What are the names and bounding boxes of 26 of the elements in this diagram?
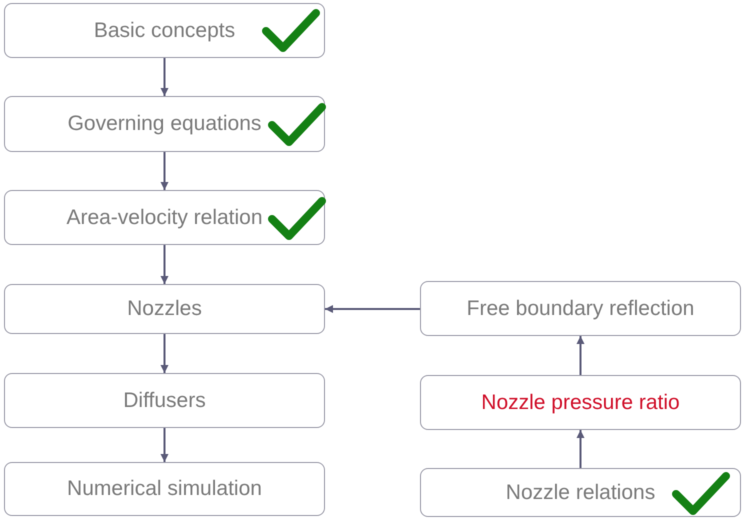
process-box — [4, 190, 325, 245]
arrow — [160, 334, 168, 373]
arrow — [160, 245, 168, 284]
box-label: Nozzles — [127, 297, 202, 321]
box-label: Nozzle pressure ratio — [481, 390, 680, 414]
arrow — [325, 305, 420, 313]
arrow — [160, 428, 168, 462]
box-label: Diffusers — [123, 388, 206, 412]
process-box — [420, 375, 741, 430]
process-box — [420, 281, 741, 336]
arrow — [160, 152, 168, 190]
box-label: Numerical simulation — [67, 477, 262, 501]
box-label: Basic concepts — [94, 18, 236, 42]
box-label: Free boundary reflection — [466, 296, 694, 320]
process-box — [4, 284, 325, 334]
process-box — [4, 96, 325, 152]
arrow — [576, 430, 584, 468]
process-box — [4, 373, 325, 428]
process-box — [4, 3, 325, 58]
arrow — [160, 58, 168, 96]
box-label: Area-velocity relation — [66, 206, 263, 230]
arrow — [576, 336, 584, 375]
box-label: Nozzle relations — [506, 480, 656, 504]
process-box — [4, 462, 325, 516]
process-box — [420, 468, 741, 517]
box-label: Governing equations — [68, 112, 262, 136]
